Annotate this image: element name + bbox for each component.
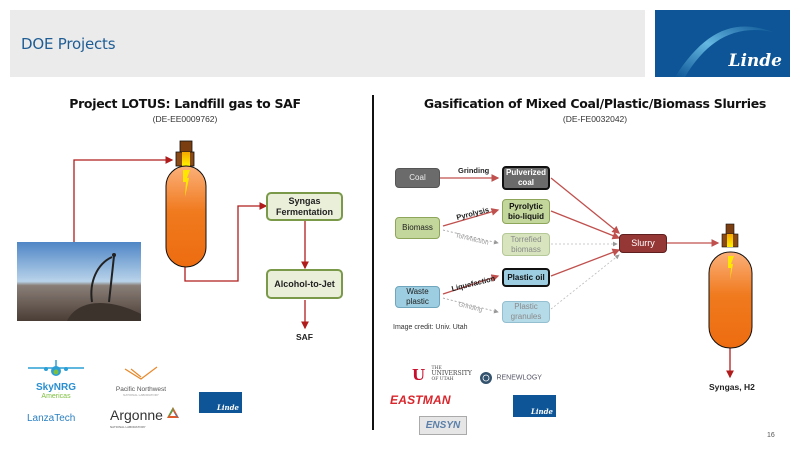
argonne-triangle-icon xyxy=(167,407,180,418)
renewlogy-text: RENEWLOGY xyxy=(496,374,542,382)
output-saf: SAF xyxy=(296,332,313,342)
section-divider xyxy=(372,95,374,430)
edge-plasticoil-to-slurry xyxy=(550,248,621,277)
edge-granules-to-slurry xyxy=(550,254,620,310)
flow-line-reactor-to-fermentation xyxy=(184,202,268,282)
edge-pulverized-to-slurry xyxy=(550,177,621,234)
right-section-code: (DE-FE0032042) xyxy=(562,114,628,124)
landfill-gas-well-photo-icon xyxy=(17,242,141,321)
node-pyrolytic-bio-liquid: Pyrolytic bio-liquid xyxy=(502,199,550,224)
landfill-photo xyxy=(17,242,141,321)
page-title: DOE Projects xyxy=(21,35,116,53)
logo-pnnl-text: Pacific Northwest xyxy=(115,386,167,393)
brand-wordmark: Linde xyxy=(728,51,782,71)
logo-eastman: EASTMAN xyxy=(390,393,451,407)
logo-university-of-utah: U THE UNIVERSITY OF UTAH xyxy=(412,366,472,384)
utah-line-2: UNIVERSITY xyxy=(431,370,472,377)
logo-pnnl-sub: NATIONAL LABORATORY xyxy=(123,393,159,397)
node-biomass: Biomass xyxy=(395,217,440,239)
airplane-icon xyxy=(28,360,84,376)
edge-waste-liquefaction xyxy=(442,274,500,295)
logo-renewlogy: RENEWLOGY xyxy=(480,369,542,387)
flow-line-photo-to-reactor xyxy=(73,156,174,242)
edge-biomass-pyrolysis xyxy=(442,208,500,227)
logo-argonne: Argonne NATIONAL LABORATORY xyxy=(110,407,180,429)
edge-waste-grinding xyxy=(442,297,499,314)
edge-pyrolytic-to-slurry xyxy=(550,210,621,240)
node-plastic-oil: Plastic oil xyxy=(502,268,550,287)
edge-biomass-torrefaction xyxy=(442,229,499,245)
logo-argonne-text: Argonne xyxy=(110,407,163,423)
image-credit: Image credit: Univ. Utah xyxy=(393,324,468,331)
node-waste-plastic: Waste plastic xyxy=(395,286,440,308)
utah-line-1: THE xyxy=(431,366,442,371)
logo-lanzatech: LanzaTech xyxy=(27,413,76,424)
gasifier-reactor-left-icon xyxy=(165,140,207,268)
utah-u-icon: U xyxy=(412,366,426,384)
utah-line-3: OF UTAH xyxy=(431,377,454,382)
brand-logo: Linde xyxy=(655,10,790,77)
logo-skynrg-sub: Americas xyxy=(41,393,71,400)
edge-label-grinding: Grinding xyxy=(458,166,490,175)
gasifier-reactor-right-icon xyxy=(708,223,753,349)
logo-skynrg-text: SkyNRG xyxy=(35,382,76,393)
logo-linde-right: Linde xyxy=(513,395,556,417)
node-slurry: Slurry xyxy=(619,234,667,253)
logo-pnnl: Pacific Northwest NATIONAL LABORATORY xyxy=(108,365,174,397)
header-band xyxy=(10,10,645,77)
node-alcohol-to-jet: Alcohol-to-Jet xyxy=(266,269,343,299)
left-section-code: (DE-EE0009762) xyxy=(152,114,218,124)
node-pulverized-coal: Pulverized coal xyxy=(502,166,550,190)
renewlogy-icon xyxy=(480,371,492,384)
logo-skynrg: SkyNRG Americas xyxy=(26,360,86,401)
node-syngas-fermentation: Syngas Fermentation xyxy=(266,192,343,221)
logo-linde-left: Linde xyxy=(199,392,242,413)
output-syngas-h2: Syngas, H2 xyxy=(709,382,755,392)
node-torrefied-biomass: Torrefied biomass xyxy=(502,233,550,256)
page-number: 16 xyxy=(767,432,775,439)
pnnl-chevron-icon xyxy=(124,366,158,380)
logo-ensyn: ENSYN xyxy=(419,416,467,435)
node-plastic-granules: Plastic granules xyxy=(502,301,550,323)
brand-swoosh-icon xyxy=(675,26,773,77)
left-section-title: Project LOTUS: Landfill gas to SAF xyxy=(69,96,301,111)
node-coal: Coal xyxy=(395,168,440,188)
logo-argonne-sub: NATIONAL LABORATORY xyxy=(110,425,146,429)
right-section-title: Gasification of Mixed Coal/Plastic/Bioma… xyxy=(423,96,767,111)
